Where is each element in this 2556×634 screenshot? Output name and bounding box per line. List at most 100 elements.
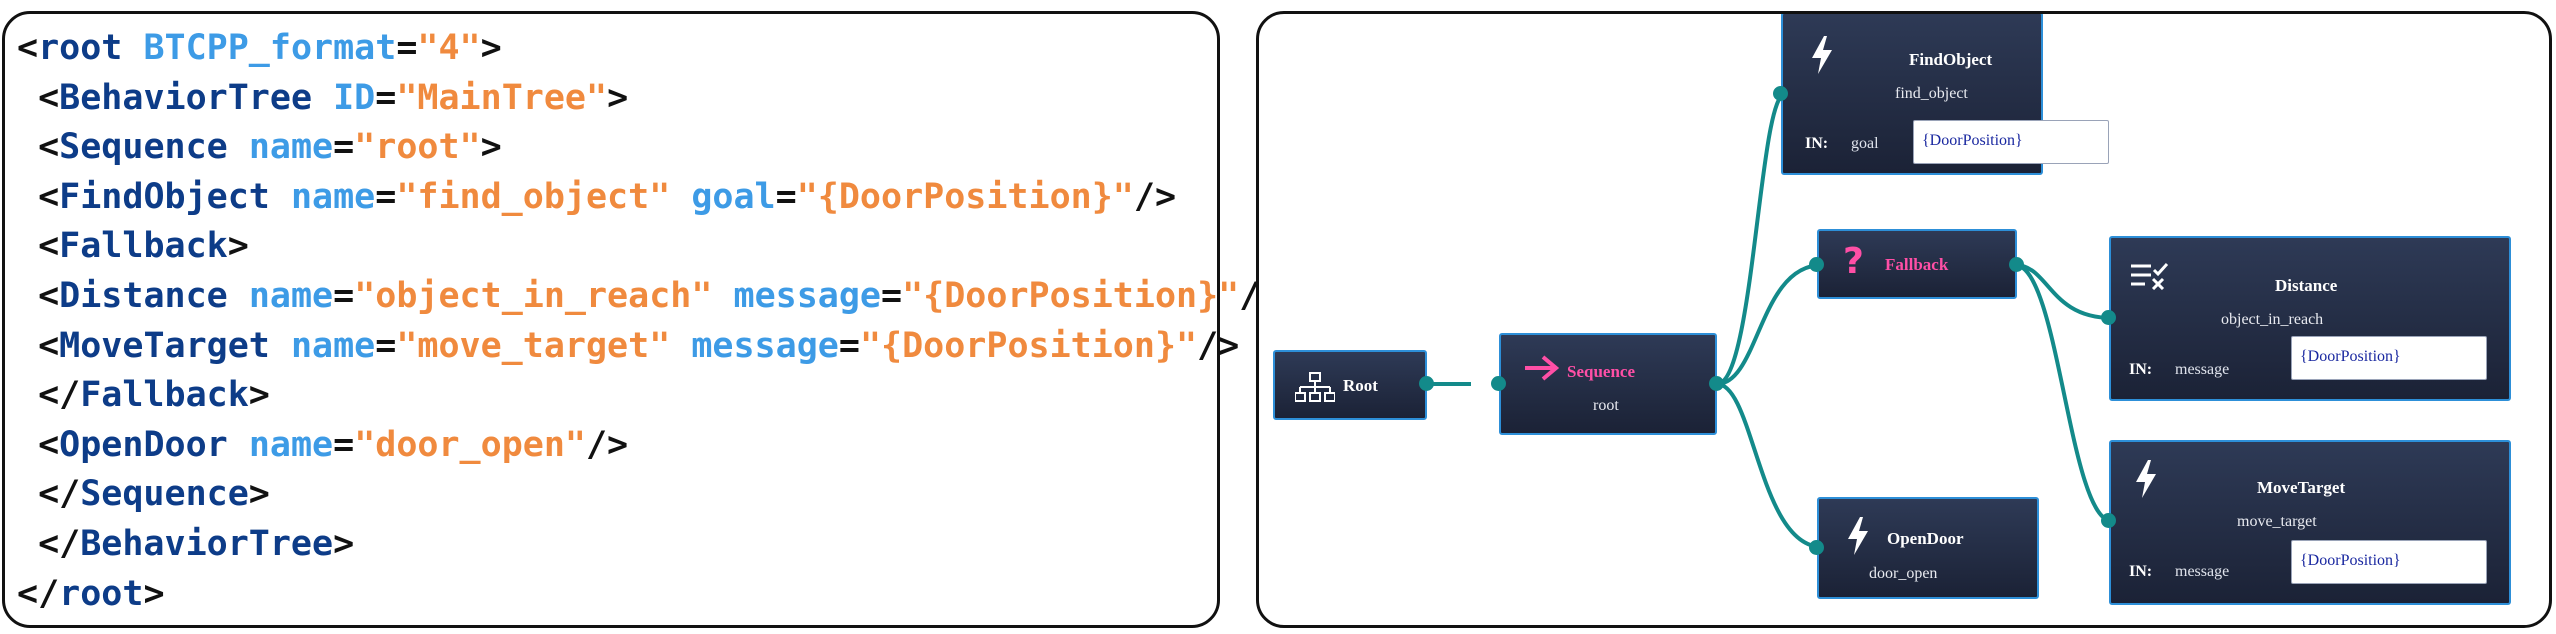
code-token-val: "{DoorPosition}" bbox=[902, 275, 1240, 316]
code-line: <Fallback> bbox=[17, 222, 1281, 272]
code-line: <BehaviorTree ID="MainTree"> bbox=[17, 74, 1281, 124]
edge-sequence-fallback bbox=[1716, 263, 1823, 386]
node-title: FindObject bbox=[1909, 50, 1993, 69]
code-token-attr: BTCPP_format bbox=[143, 28, 397, 68]
code-token-val: "object_in_reach" bbox=[354, 275, 713, 316]
code-token-attr: goal bbox=[691, 176, 776, 217]
code-token-tag: root bbox=[59, 573, 144, 614]
code-token-tag: Sequence bbox=[80, 474, 249, 515]
code-token-punc: = bbox=[375, 176, 397, 217]
output-port-dot[interactable] bbox=[1419, 376, 1434, 391]
code-token-punc: < bbox=[17, 127, 60, 168]
code-token-attr: ID bbox=[333, 77, 376, 118]
code-token-punc: < bbox=[17, 176, 60, 217]
edge-fallback-distance bbox=[2014, 263, 2113, 320]
port-direction-label: IN: bbox=[1805, 135, 1829, 152]
code-token-tag: BehaviorTree bbox=[80, 523, 334, 564]
input-port-dot[interactable] bbox=[2101, 513, 2116, 528]
code-token-attr: name bbox=[248, 275, 334, 316]
node-instance-name: object_in_reach bbox=[2221, 311, 2324, 328]
code-token-punc: > bbox=[248, 474, 270, 515]
output-port-dot[interactable] bbox=[1709, 376, 1724, 391]
code-line: </root> bbox=[17, 570, 1281, 620]
code-token-attr: name bbox=[248, 424, 334, 465]
code-token-attr: name bbox=[290, 325, 376, 366]
root-node[interactable]: Root bbox=[1273, 350, 1427, 420]
node-title: OpenDoor bbox=[1887, 529, 1964, 548]
port-name: message bbox=[2175, 361, 2230, 378]
input-port-dot[interactable] bbox=[2101, 310, 2116, 325]
code-token-tag: MoveTarget bbox=[59, 325, 270, 366]
node-title: Fallback bbox=[1885, 255, 1949, 274]
code-token-punc: /> bbox=[1133, 176, 1177, 217]
code-token-punc: </ bbox=[17, 523, 81, 564]
sequence-node[interactable]: Sequence root bbox=[1499, 333, 1717, 435]
move-target-node[interactable]: MoveTarget move_target IN: message {Door… bbox=[2109, 440, 2511, 605]
code-token-punc bbox=[228, 425, 249, 465]
input-port-dot[interactable] bbox=[1491, 376, 1506, 391]
code-line: <MoveTarget name="move_target" message="… bbox=[17, 322, 1281, 372]
input-port-dot[interactable] bbox=[1773, 86, 1788, 101]
code-token-tag: Fallback bbox=[59, 226, 228, 267]
code-token-punc: > bbox=[143, 573, 165, 614]
code-token-punc bbox=[122, 28, 143, 68]
code-token-punc: > bbox=[227, 226, 249, 267]
code-token-val: "find_object" bbox=[396, 176, 671, 217]
code-token-punc: < bbox=[17, 275, 60, 316]
code-token-tag: Sequence bbox=[59, 127, 228, 168]
node-title: Distance bbox=[2275, 276, 2338, 295]
edge-fallback-movetarget bbox=[2014, 263, 2113, 523]
code-token-tag: root bbox=[38, 28, 123, 68]
code-token-punc: < bbox=[17, 325, 60, 366]
question-mark-icon: ? bbox=[1843, 241, 1864, 282]
port-direction-label: IN: bbox=[2129, 563, 2153, 580]
node-title: Sequence bbox=[1567, 362, 1635, 381]
input-port-dot[interactable] bbox=[1809, 257, 1824, 272]
code-token-punc: = bbox=[881, 275, 903, 316]
port-name: message bbox=[2175, 563, 2230, 580]
code-token-punc: </ bbox=[17, 375, 81, 416]
lightning-icon bbox=[2136, 460, 2156, 498]
output-port-dot[interactable] bbox=[2009, 257, 2024, 272]
checklist-icon bbox=[2131, 262, 2169, 290]
code-line: <Distance name="object_in_reach" message… bbox=[17, 272, 1281, 322]
code-token-punc bbox=[228, 276, 249, 316]
code-token-punc: = bbox=[375, 77, 397, 118]
code-token-punc bbox=[228, 127, 249, 167]
code-token-val: "{DoorPosition}" bbox=[796, 176, 1134, 217]
code-token-attr: message bbox=[733, 275, 882, 316]
node-instance-name: root bbox=[1593, 397, 1619, 414]
code-token-punc bbox=[670, 326, 691, 366]
edge-sequence-opendoor bbox=[1716, 382, 1823, 549]
code-line: <OpenDoor name="door_open"/> bbox=[17, 421, 1281, 471]
code-token-punc: = bbox=[775, 176, 797, 217]
code-token-punc: = bbox=[396, 28, 418, 68]
message-port-input[interactable]: {DoorPosition} bbox=[2291, 540, 2487, 584]
code-line: <Sequence name="root"> bbox=[17, 123, 1281, 173]
code-token-attr: message bbox=[691, 325, 839, 366]
open-door-node[interactable]: OpenDoor door_open bbox=[1817, 497, 2039, 599]
code-token-punc: < bbox=[17, 77, 60, 118]
behavior-tree-graph-panel: Root Sequence root FindObject find_objec… bbox=[1256, 11, 2552, 628]
edge-sequence-findobject bbox=[1716, 92, 1786, 386]
code-token-punc: = bbox=[333, 127, 355, 168]
distance-node[interactable]: Distance object_in_reach IN: message {Do… bbox=[2109, 236, 2511, 401]
arrow-right-icon bbox=[1525, 355, 1559, 381]
code-token-punc: = bbox=[838, 325, 860, 366]
goal-port-input[interactable]: {DoorPosition} bbox=[1913, 120, 2109, 164]
code-token-punc bbox=[712, 276, 733, 316]
message-port-input[interactable]: {DoorPosition} bbox=[2291, 336, 2487, 380]
code-token-punc: > bbox=[333, 523, 355, 564]
find-object-node[interactable]: FindObject find_object IN: goal {DoorPos… bbox=[1781, 14, 2109, 175]
fallback-node[interactable]: ? Fallback bbox=[1817, 229, 2017, 299]
code-token-punc: < bbox=[17, 226, 60, 267]
code-token-punc bbox=[670, 177, 691, 217]
input-port-dot[interactable] bbox=[1809, 540, 1824, 555]
code-line: <FindObject name="find_object" goal="{Do… bbox=[17, 173, 1281, 223]
code-token-punc: < bbox=[17, 424, 60, 465]
code-token-punc: = bbox=[375, 325, 397, 366]
code-token-punc bbox=[270, 326, 291, 366]
code-token-punc: </ bbox=[17, 474, 81, 515]
code-line: </Sequence> bbox=[17, 470, 1281, 520]
code-token-punc: > bbox=[480, 127, 502, 168]
